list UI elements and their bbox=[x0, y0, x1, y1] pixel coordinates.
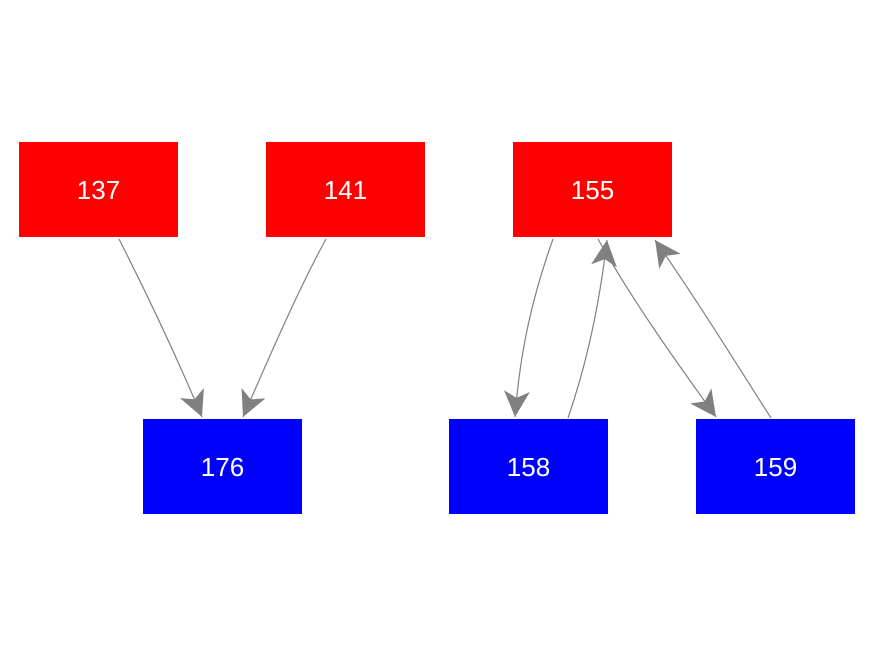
node-141: 141 bbox=[266, 142, 425, 237]
node-155-label: 155 bbox=[571, 175, 614, 205]
edge-137-to-176 bbox=[118, 238, 204, 418]
node-159: 159 bbox=[696, 419, 855, 514]
edge-159-to-155 bbox=[654, 239, 772, 419]
nodes: 137 141 155 176 158 159 bbox=[19, 142, 855, 514]
node-137: 137 bbox=[19, 142, 178, 237]
node-158-label: 158 bbox=[507, 452, 550, 482]
node-137-label: 137 bbox=[77, 175, 120, 205]
edge-155-to-158 bbox=[503, 238, 554, 418]
node-176-label: 176 bbox=[201, 452, 244, 482]
node-159-label: 159 bbox=[754, 452, 797, 482]
node-158: 158 bbox=[449, 419, 608, 514]
node-176: 176 bbox=[143, 419, 302, 514]
edge-158-to-155 bbox=[567, 239, 617, 419]
edge-155-to-159 bbox=[597, 238, 717, 418]
edges bbox=[118, 238, 772, 419]
node-155: 155 bbox=[513, 142, 672, 237]
node-141-label: 141 bbox=[324, 175, 367, 205]
edge-141-to-176 bbox=[241, 238, 327, 418]
